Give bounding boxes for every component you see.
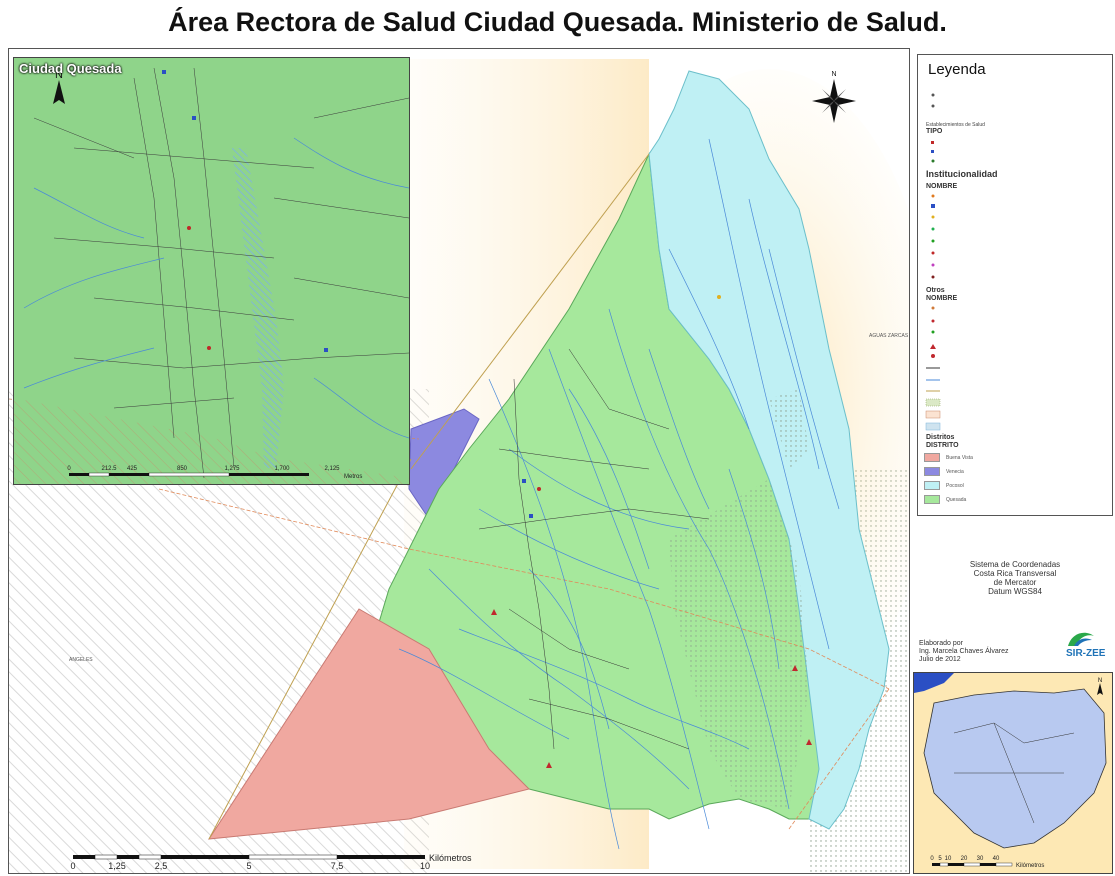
legend: Leyenda Establecimientos de Salud TIPO I… [917,54,1113,516]
scale-tick-inset-5: 1,700 [274,466,290,472]
legend-label-buena-vista: Buena Vista [946,454,973,461]
legend-item-buena-vista: Buena Vista [924,453,973,462]
legend-label-venecia: Venecia [946,468,964,475]
legend-label-pocosol: Pocosol [946,482,964,489]
scale-tick-inset-2: 425 [127,466,138,472]
sirzee-logo-text: SIR-ZEE [1066,648,1106,659]
north-arrow-main: N [812,71,856,123]
scale-tick-cr-0: 0 [930,856,934,862]
inset-streets [33,67,409,479]
district-buena-vista[interactable] [208,608,530,840]
inset-costa-rica-canvas: N 0 5 10 20 30 40 Kilómetros [914,673,1112,873]
legend-item-venecia: Venecia [924,467,964,476]
scale-bar-cr: 0 5 10 20 30 40 Kilómetros [930,856,1044,869]
author-line-2: Ing. Marcela Chaves Álvarez [919,648,1009,655]
scale-tick-cr-3: 20 [961,856,968,862]
legend-head-nombre-1: NOMBRE [926,183,958,190]
scale-tick-cr-4: 30 [977,856,984,862]
legend-swatch-venecia [924,467,940,476]
place-label-angeles: ANGELES [69,657,93,663]
page-title: Área Rectora de Salud Ciudad Quesada. Mi… [168,7,947,37]
coord-line-1: Sistema de Coordenadas [969,560,1061,569]
scale-tick-cr-1: 5 [938,856,942,862]
road-line-2 [788,688,890,830]
scale-tick-main-5: 10 [420,861,430,871]
author-note: Elaborado por Ing. Marcela Chaves Álvare… [919,640,1029,664]
coord-line-3: de Mercator [993,578,1037,587]
scale-tick-main-4: 7,5 [331,861,344,871]
legend-head-distrito: DISTRITO [926,442,959,449]
rivers [398,138,840,850]
north-arrow-inset: N [53,69,65,104]
inset-ciudad-quesada-canvas: N 0 212.5 425 850 1,275 1,700 2,125 Metr… [14,58,409,484]
inset-costa-rica[interactable]: N 0 5 10 20 30 40 Kilómetros [913,672,1113,874]
scale-tick-inset-6: 2,125 [324,466,340,472]
inset-cr-region [923,688,1107,849]
scale-bar-main: 0 1,25 2,5 5 7,5 10 Kilómetros [70,853,472,871]
road-line [158,488,890,690]
legend-point-symbols [925,93,941,431]
scale-tick-inset-3: 850 [177,466,188,472]
scale-tick-inset-0: 0 [67,466,71,472]
scale-bar-inset: 0 212.5 425 850 1,275 1,700 2,125 Metros [67,466,362,480]
legend-swatch-pocosol [924,481,940,490]
author-line-1: Elaborado por [919,640,963,647]
scale-unit-main: Kilómetros [429,853,472,863]
legend-head-otros: Otros [926,287,945,294]
scale-tick-main-3: 5 [246,861,251,871]
scale-tick-cr-5: 40 [993,856,1000,862]
legend-swatch-buena-vista [924,453,940,462]
inset-cr-water [914,673,954,693]
health-markers [491,295,812,768]
coord-line-2: Costa Rica Transversal [973,569,1057,578]
scale-tick-main-0: 0 [70,861,75,871]
legend-swatch-quesada [924,495,940,504]
scale-tick-main-1: 1,25 [108,861,126,871]
place-label-aguas-zarcas: AGUAS ZARCAS [869,333,909,339]
north-label-main: N [831,71,836,78]
legend-head-nombre-2: NOMBRE [926,295,958,302]
scale-unit-inset: Metros [344,474,362,480]
inset-markers [162,70,328,352]
legend-head-institucionalidad: Institucionalidad [926,169,998,179]
inset-hatch [14,398,409,484]
district-pocosol[interactable] [648,70,890,830]
scale-tick-main-2: 2,5 [155,861,168,871]
inset-ciudad-quesada[interactable]: N 0 212.5 425 850 1,275 1,700 2,125 Metr… [13,57,410,485]
north-label-inset: N [55,69,63,81]
protected-area [669,479,809,809]
coord-line-4: Datum WGS84 [988,587,1042,596]
legend-item-pocosol: Pocosol [924,481,964,490]
inset-cr-boundaries [953,722,1075,824]
inset-rivers [23,137,409,439]
roads [478,348,710,750]
north-arrow-cr: N [1097,678,1103,695]
boundary-line-2 [410,153,650,470]
scale-tick-cr-2: 10 [945,856,952,862]
inset-ciudad-quesada-title: Ciudad Quesada [19,61,122,76]
inset-river-zone [232,148,284,468]
sirzee-logo-icon [1068,632,1094,646]
scale-unit-cr: Kilómetros [1016,863,1044,869]
author-line-3: Julio de 2012 [919,656,961,663]
legend-label-quesada: Quesada [946,496,967,503]
legend-title: Leyenda [928,61,986,78]
legend-head-tipo: TIPO [926,128,943,135]
main-map[interactable]: N AGUAS ZARCAS ANGELES 0 1,25 2,5 5 7,5 … [8,48,910,874]
scale-tick-inset-1: 212.5 [101,466,117,472]
coordinate-system-note: Sistema de Coordenadas Costa Rica Transv… [920,560,1110,596]
legend-sub-estab-salud: Establecimientos de Salud [926,122,985,128]
scale-tick-inset-4: 1,275 [224,466,240,472]
legend-head-distritos: Distritos [926,434,955,441]
legend-item-quesada: Quesada [924,495,966,504]
protected-area-2 [769,389,809,469]
north-label-cr: N [1098,678,1102,684]
legend-symbols [925,93,941,431]
boundary-line-1 [208,458,412,840]
